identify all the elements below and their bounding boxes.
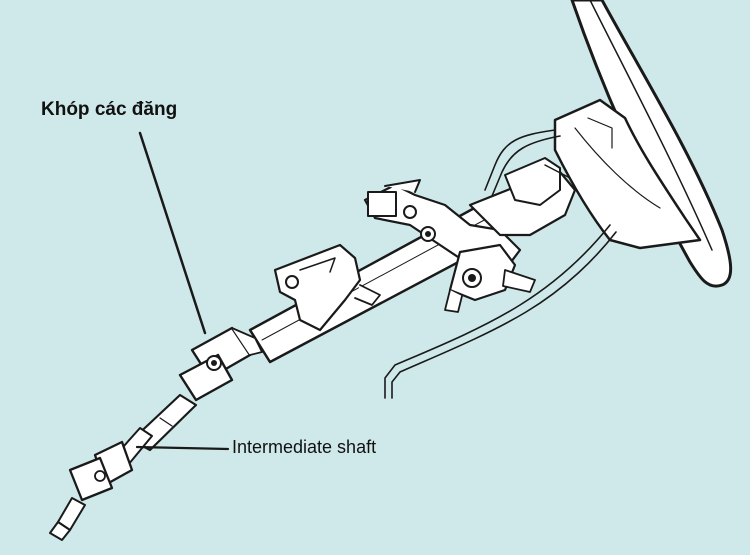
lower-universal-joint bbox=[49, 440, 134, 541]
universal-joint-leader-line bbox=[138, 131, 207, 335]
wire-harness bbox=[384, 129, 617, 399]
intermediate-shaft-leader-line bbox=[135, 445, 230, 451]
upper-universal-joint bbox=[178, 326, 263, 402]
intermediate-shaft-label: Intermediate shaft bbox=[232, 437, 377, 457]
column-bracket-assembly bbox=[363, 157, 577, 313]
tilt-bracket bbox=[273, 243, 381, 332]
universal-joint-label: Khóp các đăng bbox=[41, 99, 178, 120]
steering-wheel bbox=[553, 0, 733, 288]
